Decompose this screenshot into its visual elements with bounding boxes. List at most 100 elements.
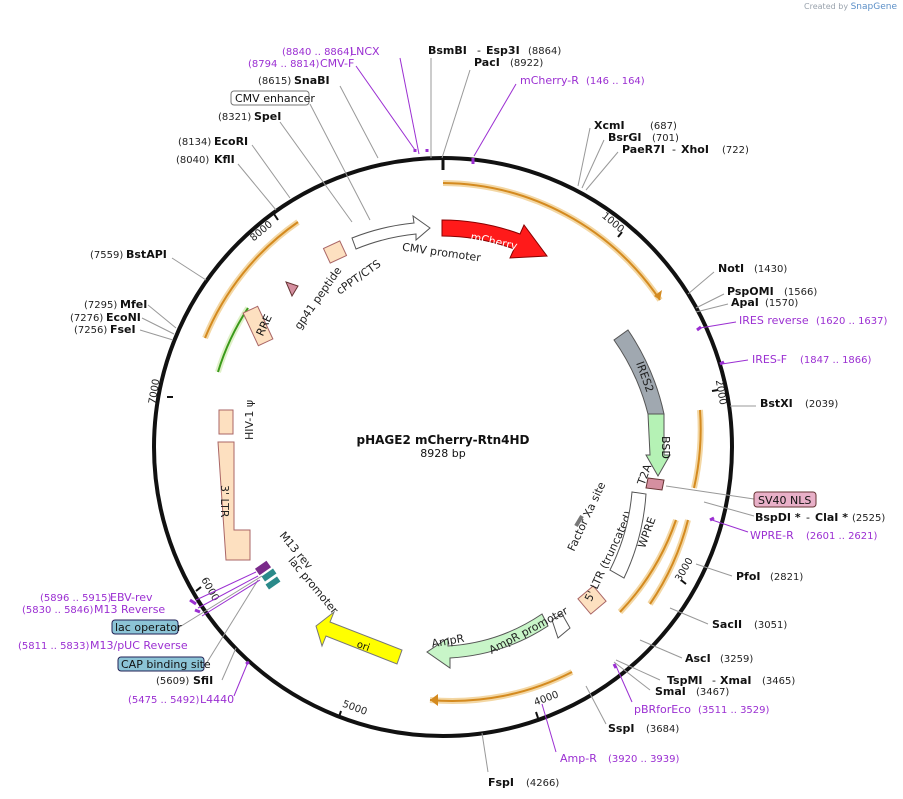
primer-l4440-range: (5475 .. 5492) bbox=[128, 695, 200, 706]
primer-mcherryr-name[interactable]: mCherry-R bbox=[520, 74, 579, 87]
cut-noti-name[interactable]: NotI bbox=[718, 262, 744, 275]
cut-sfii-name[interactable]: SfiI bbox=[193, 674, 213, 687]
cut-xcmi-name[interactable]: XcmI bbox=[594, 119, 625, 132]
cut-smai-name[interactable]: SmaI bbox=[655, 685, 686, 698]
primer-lncx-name[interactable]: LNCX bbox=[350, 45, 380, 58]
cut-dash-3: - bbox=[806, 511, 810, 524]
bsd-label: BSD bbox=[659, 436, 672, 459]
cut-clai-name[interactable]: ClaI * bbox=[815, 511, 848, 524]
cut-fspi-name[interactable]: FspI bbox=[488, 776, 514, 789]
primer-wprer-range: (2601 .. 2621) bbox=[806, 531, 878, 542]
primer-m13reverse-name[interactable]: M13 Reverse bbox=[94, 603, 165, 616]
cap-binding-label[interactable]: CAP binding site bbox=[121, 658, 211, 671]
primer-iresrev-range: (1620 .. 1637) bbox=[816, 316, 888, 327]
cut-ecori-pos: (8134) bbox=[178, 137, 211, 148]
cut-site-group-right-top[interactable]: XcmI (687) BsrGI (701) PaeR7I - XhoI (72… bbox=[577, 119, 838, 410]
cut-sspi-pos: (3684) bbox=[646, 724, 679, 735]
primer-ampr-name[interactable]: Amp-R bbox=[560, 752, 597, 765]
primer-m13puc-range: (5811 .. 5833) bbox=[18, 641, 90, 652]
cut-xhoi-name[interactable]: XhoI bbox=[681, 143, 709, 156]
snapgene-logo-text: SnapGene bbox=[850, 2, 897, 12]
cut-econi-name[interactable]: EcoNI bbox=[106, 311, 141, 324]
tick-5000: 5000 bbox=[341, 699, 369, 718]
cut-snabi-pos: (8615) bbox=[258, 76, 291, 87]
ltr3-feature[interactable]: 3' LTR bbox=[217, 441, 251, 561]
cut-apai-name[interactable]: ApaI bbox=[731, 296, 759, 309]
tick-6000: 6000 bbox=[198, 576, 220, 604]
cut-bsmbi-name[interactable]: BsmBI bbox=[428, 44, 467, 57]
cut-site-group-top[interactable]: BsmBI - Esp3I (8864) PacI (8922) bbox=[428, 44, 561, 159]
factor-xa-label: Factor Xa site bbox=[565, 480, 608, 554]
lac-operator-label[interactable]: lac operator bbox=[115, 621, 182, 634]
cut-bstapi-name[interactable]: BstAPI bbox=[126, 248, 167, 261]
rre-feature[interactable]: RRE bbox=[242, 305, 275, 347]
ampr-label: AmpR bbox=[431, 632, 466, 651]
cut-bstapi-pos: (7559) bbox=[90, 250, 123, 261]
sv40-group[interactable]: SV40 NLS BspDI * - ClaI * (2525) WPRE-R … bbox=[665, 485, 885, 542]
cut-mfei-name[interactable]: MfeI bbox=[120, 298, 147, 311]
tick-7000: 7000 bbox=[147, 378, 162, 405]
ampr-feature[interactable]: AmpR bbox=[426, 613, 549, 669]
cut-asci-name[interactable]: AscI bbox=[685, 652, 711, 665]
cut-pspomi-pos: (1566) bbox=[784, 287, 817, 298]
primer-ebvrev-name[interactable]: EBV-rev bbox=[110, 591, 153, 604]
primer-cmvf-name[interactable]: CMV-F bbox=[320, 57, 354, 70]
primer-group-bottom-right[interactable]: pBRforEco (3511 .. 3529) Amp-R (3920 .. … bbox=[541, 663, 770, 765]
cut-dash: - bbox=[477, 44, 481, 57]
plasmid-name: pHAGE2 mCherry-Rtn4HD bbox=[357, 433, 530, 447]
cut-dash-2: - bbox=[672, 143, 676, 156]
cut-esp3i-pos: (8864) bbox=[528, 46, 561, 57]
cut-site-group-left-top[interactable]: (8615) SnaBI CMV enhancer (8321) SpeI (8… bbox=[70, 74, 379, 341]
lac-region[interactable]: M13 rev lac promoter bbox=[254, 529, 341, 617]
cut-site-group-right-bottom[interactable]: PfoI (2821) SacII (3051) AscI (3259) Tsp… bbox=[481, 563, 803, 789]
primer-group-right[interactable]: IRES reverse (1620 .. 1637) IRES-F (1847… bbox=[696, 314, 888, 366]
cut-pspomi-name[interactable]: PspOMI bbox=[727, 285, 774, 298]
cut-noti-pos: (1430) bbox=[754, 264, 787, 275]
cmv-promoter-label: CMV promoter bbox=[401, 241, 482, 265]
primer-cmvf-range: (8794 .. 8814) bbox=[248, 59, 320, 70]
primer-pbrforeco-name[interactable]: pBRforEco bbox=[634, 703, 691, 716]
primer-group-top[interactable]: (8840 .. 8864) LNCX (8794 .. 8814) CMV-F… bbox=[248, 45, 645, 164]
cut-paci-name[interactable]: PacI bbox=[474, 56, 500, 69]
primer-m13puc-name[interactable]: M13/pUC Reverse bbox=[90, 639, 188, 652]
cut-fsei-name[interactable]: FseI bbox=[110, 323, 136, 336]
cut-econi-pos: (7276) bbox=[70, 313, 103, 324]
cut-sspi-name[interactable]: SspI bbox=[608, 722, 634, 735]
hiv-psi-label: HIV-1 ψ bbox=[243, 400, 256, 440]
cmv-enhancer-label[interactable]: CMV enhancer bbox=[235, 92, 315, 105]
group-bottom-left[interactable]: (5609) SfiI (5475 .. 5492) L4440 CAP bin… bbox=[18, 571, 263, 706]
cut-bspdi-name[interactable]: BspDI * bbox=[755, 511, 801, 524]
factor-xa-feature[interactable]: Factor Xa site bbox=[565, 480, 608, 554]
cut-pfoi-name[interactable]: PfoI bbox=[736, 570, 761, 583]
cut-esp3i-name[interactable]: Esp3I bbox=[486, 44, 520, 57]
cut-ecori-name[interactable]: EcoRI bbox=[214, 135, 248, 148]
cut-clai-pos: (2525) bbox=[852, 513, 885, 524]
bsd-feature[interactable]: BSD bbox=[645, 413, 672, 478]
t2a-feature[interactable]: T2A bbox=[635, 462, 665, 491]
cut-snabi-name[interactable]: SnaBI bbox=[294, 74, 330, 87]
hiv-psi-feature[interactable]: HIV-1 ψ bbox=[218, 400, 256, 440]
sv40-nls-label[interactable]: SV40 NLS bbox=[758, 494, 811, 507]
ires2-feature[interactable]: IRES2 bbox=[613, 329, 665, 415]
misc-feature-arcs[interactable] bbox=[202, 180, 704, 706]
cut-apai-pos: (1570) bbox=[765, 298, 798, 309]
primer-iresf-name[interactable]: IRES-F bbox=[752, 353, 787, 366]
ori-feature[interactable]: ori bbox=[315, 610, 403, 665]
cut-spei-name[interactable]: SpeI bbox=[254, 110, 281, 123]
ampr-promoter-feature[interactable]: AmpR promoter bbox=[487, 604, 571, 657]
primer-iresrev-name[interactable]: IRES reverse bbox=[739, 314, 809, 327]
cut-paer7i-name[interactable]: PaeR7I bbox=[622, 143, 665, 156]
cut-kfli-name[interactable]: KflI bbox=[214, 153, 235, 166]
primer-l4440-name[interactable]: L4440 bbox=[200, 693, 234, 706]
cut-sacii-name[interactable]: SacII bbox=[712, 618, 742, 631]
cut-tspmi-name[interactable]: TspMI bbox=[667, 674, 703, 687]
primer-wprer-name[interactable]: WPRE-R bbox=[750, 529, 794, 542]
cut-pfoi-pos: (2821) bbox=[770, 572, 803, 583]
cut-bsrgi-pos: (701) bbox=[652, 133, 679, 144]
snapgene-credit: Created by SnapGene bbox=[804, 2, 897, 12]
cut-bstxi-name[interactable]: BstXI bbox=[760, 397, 793, 410]
cut-bsrgi-name[interactable]: BsrGI bbox=[608, 131, 641, 144]
cut-xmai-name[interactable]: XmaI bbox=[720, 674, 751, 687]
gp41-feature[interactable]: gp41 peptide bbox=[285, 264, 345, 332]
